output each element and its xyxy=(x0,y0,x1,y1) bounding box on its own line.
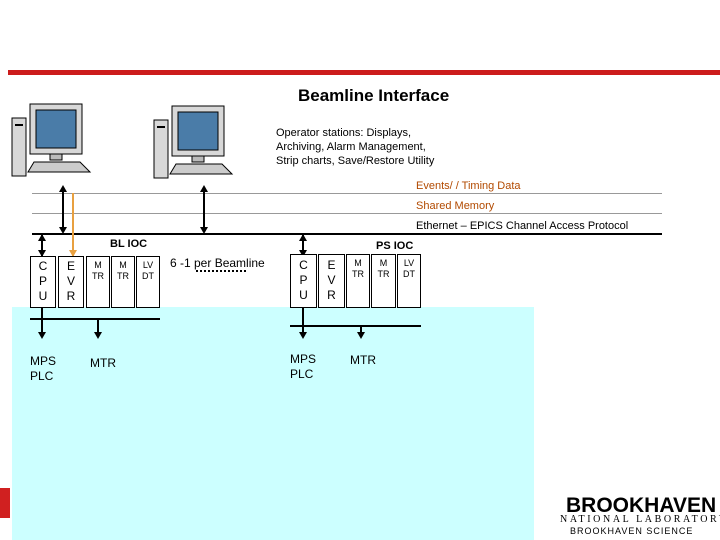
per-beamline-label: 6 -1 per Beamline xyxy=(170,256,265,270)
bl-cpu-link xyxy=(41,234,43,256)
ops-line: Archiving, Alarm Management, xyxy=(276,141,426,153)
bl-bus-line xyxy=(30,318,160,320)
bl-mtr-card: M TR xyxy=(86,256,110,308)
bl-mtr: MTR xyxy=(90,356,116,370)
arrow-down-icon xyxy=(59,227,67,234)
bl-mps-plc: MPS PLC xyxy=(30,354,57,383)
beamline-panel xyxy=(12,307,534,540)
side-logo-fragment xyxy=(0,488,10,518)
arrow-up-icon xyxy=(59,185,67,192)
ops-line: Operator stations: Displays, xyxy=(276,127,412,139)
ps-lvdt-card: LV DT xyxy=(397,254,421,308)
arrow-down-icon xyxy=(299,332,307,339)
ps-mtr-link xyxy=(360,325,362,332)
arrow-down-icon xyxy=(69,250,77,257)
computer-workstation-icon xyxy=(11,103,92,177)
ps-plc-link xyxy=(302,308,304,332)
arrow-down-icon xyxy=(357,332,365,339)
top-red-bar xyxy=(8,70,720,75)
ps-cpu-link xyxy=(302,234,304,256)
page-title: Beamline Interface xyxy=(298,86,450,105)
bl-evr-card: E V R xyxy=(58,256,84,308)
ps-mps-plc: MPS PLC xyxy=(290,352,317,381)
brookhaven-logo-name: BROOKHAVEN xyxy=(566,494,717,517)
brookhaven-footer: BROOKHAVEN SCIENCE xyxy=(570,526,694,536)
operator-stations-text: Operator stations: Displays, Archiving, … xyxy=(276,126,434,168)
brookhaven-logo-sub: NATIONAL LABORATORY xyxy=(560,514,720,525)
ps-bus-line xyxy=(290,325,421,327)
ethernet-label: Ethernet – EPICS Channel Access Protocol xyxy=(416,220,629,232)
arrow-down-icon xyxy=(299,250,307,257)
bl-lvdt-card: LV DT xyxy=(136,256,160,308)
computer-workstation-icon xyxy=(153,105,234,179)
arrow-up-icon xyxy=(299,234,307,241)
bl-mtr-link xyxy=(97,318,99,332)
ops-line: Strip charts, Save/Restore Utility xyxy=(276,155,435,167)
arrow-down-icon xyxy=(200,227,208,234)
timing-link xyxy=(72,193,74,257)
ws2-link xyxy=(203,187,205,227)
arrow-down-icon xyxy=(94,332,102,339)
ps-ioc-label: PS IOC xyxy=(376,240,414,252)
events-bus-line xyxy=(32,193,662,194)
bl-ioc-label: BL IOC xyxy=(110,238,148,250)
arrow-down-icon xyxy=(38,250,46,257)
ws1-link xyxy=(62,187,64,227)
arrow-up-icon xyxy=(200,185,208,192)
ps-mtr-card: M TR xyxy=(346,254,370,308)
bl-plc-link xyxy=(41,308,43,332)
arrow-up-icon xyxy=(38,234,46,241)
bl-mtr-card: M TR xyxy=(111,256,135,308)
shared-memory-line xyxy=(32,213,662,214)
ellipsis-dots xyxy=(196,270,246,272)
ps-evr-card: E V R xyxy=(318,254,345,308)
ps-mtr: MTR xyxy=(350,353,376,367)
arrow-down-icon xyxy=(38,332,46,339)
ps-mtr-card: M TR xyxy=(371,254,396,308)
ethernet-line xyxy=(32,233,662,235)
shared-memory-label: Shared Memory xyxy=(416,200,495,212)
events-bus-label: Events/ / Timing Data xyxy=(416,180,521,192)
ps-cpu-card: C P U xyxy=(290,254,317,308)
bl-cpu-card: C P U xyxy=(30,256,56,308)
